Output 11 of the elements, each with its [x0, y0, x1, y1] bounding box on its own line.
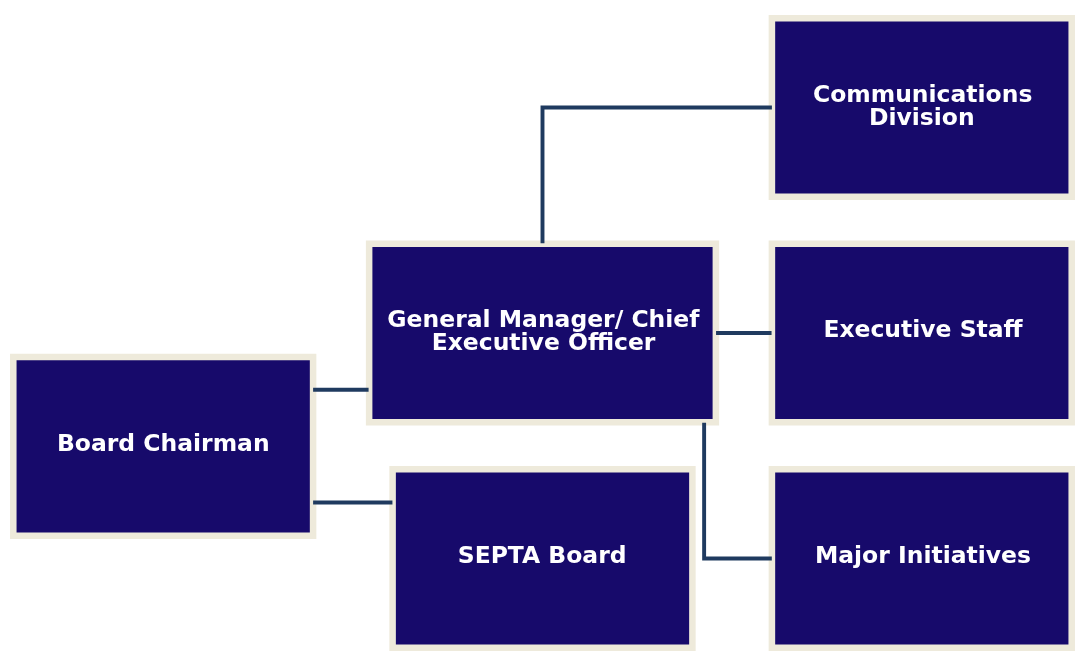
- node-box: Communications Division: [768, 14, 1075, 201]
- connector: [540, 105, 772, 244]
- connector: [313, 387, 369, 392]
- node-box: Board Chairman: [10, 353, 317, 539]
- node-box: SEPTA Board: [389, 465, 696, 652]
- node-box: Executive Staff: [768, 240, 1075, 426]
- connector: [716, 331, 772, 335]
- connector: [313, 500, 393, 505]
- node-box: Major Initiatives: [768, 465, 1075, 652]
- connector: [702, 422, 772, 561]
- node-box: General Manager/ Chief Executive Officer: [365, 240, 720, 426]
